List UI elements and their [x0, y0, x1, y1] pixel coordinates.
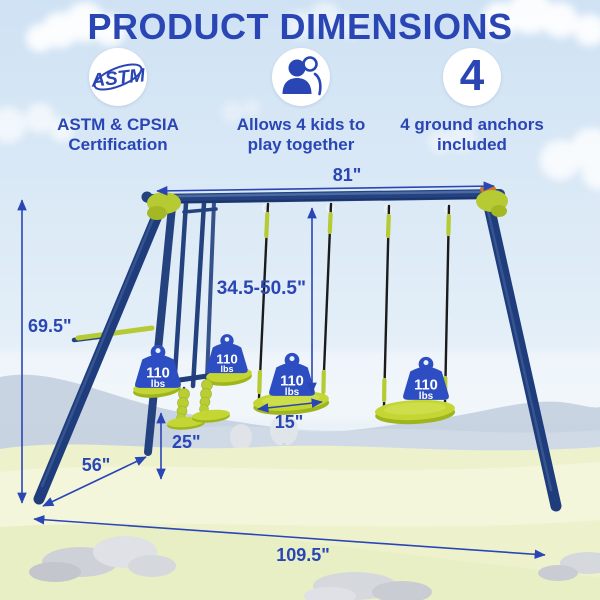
feature-astm-label: ASTM & CPSIA Certification [23, 115, 213, 155]
dimension-lines [17, 181, 546, 560]
dim-label-top-bar: 81" [333, 165, 362, 185]
dim-line-depth [42, 456, 147, 507]
kids-icon [272, 48, 330, 106]
feature-label-line: play together [247, 135, 355, 155]
swing-hooks [261, 203, 453, 214]
feature-astm: ASTM ASTM & CPSIA Certification [23, 48, 213, 155]
dim-line-base [33, 514, 546, 560]
astm-logo: ASTM [90, 63, 146, 92]
weight-icon: 110 lbs [206, 334, 248, 374]
feature-anchors-label: 4 ground anchors included [377, 115, 567, 155]
count-4-icon: 4 [443, 48, 501, 106]
swing-frame [33, 184, 562, 512]
right-front-leg [483, 200, 562, 512]
belt-swing-2 [374, 204, 456, 425]
feature-label-line: ASTM & CPSIA [57, 115, 179, 134]
feature-label-line: 4 ground anchors [400, 115, 544, 134]
dim-label-height: 69.5" [28, 316, 72, 336]
feature-label-line: included [437, 135, 507, 155]
glider-footrests [167, 409, 230, 430]
dim-label-depth: 56" [82, 455, 111, 475]
kids-icon-glyph [282, 56, 322, 96]
left-back-leg [144, 203, 176, 456]
page-title: PRODUCT DIMENSIONS [87, 6, 513, 47]
feature-label-line: Allows 4 kids to [236, 115, 366, 134]
weight-unit: lbs [151, 379, 166, 390]
weight-icon: 110 lbs [403, 356, 449, 402]
dim-line-top-bar [156, 181, 495, 196]
feature-label-line: Certification [68, 135, 168, 155]
dim-label-chain: 34.5-50.5" [217, 278, 306, 299]
weight-icon: 110 lbs [269, 352, 315, 398]
anchor-count: 4 [459, 50, 485, 100]
weight-value: 110 [216, 352, 237, 367]
left-cross-brace [75, 325, 155, 341]
right-connector [476, 184, 508, 217]
weight-unit: lbs [285, 387, 300, 398]
swing-seat-2 [374, 399, 456, 425]
left-connector [141, 191, 181, 220]
weight-value: 110 [414, 377, 438, 393]
dim-label-base: 109.5" [276, 545, 330, 565]
dim-label-glider-height: 25" [172, 432, 201, 452]
glider-hanger [171, 200, 218, 392]
dim-line-seat-width [257, 398, 323, 413]
feature-anchors: 4 4 ground anchors included [377, 48, 567, 155]
weight-unit: lbs [419, 391, 434, 402]
dim-label-seat-width: 15" [275, 412, 304, 432]
weight-value: 110 [146, 365, 170, 381]
dimension-labels: 81" 69.5" 34.5-50.5" 15" 25" 56" 109.5" [28, 165, 361, 565]
feature-kids-label: Allows 4 kids to play together [206, 115, 396, 155]
weight-icon: 110 lbs [135, 344, 181, 390]
weight-value: 110 [280, 373, 304, 389]
left-front-leg [33, 198, 168, 505]
feature-kids: Allows 4 kids to play together [206, 48, 396, 155]
weight-icons: 110 lbs 110 lbs 110 lbs 110 lbs [135, 334, 449, 402]
astm-badge-icon: ASTM [89, 48, 147, 106]
weight-unit: lbs [220, 364, 233, 374]
